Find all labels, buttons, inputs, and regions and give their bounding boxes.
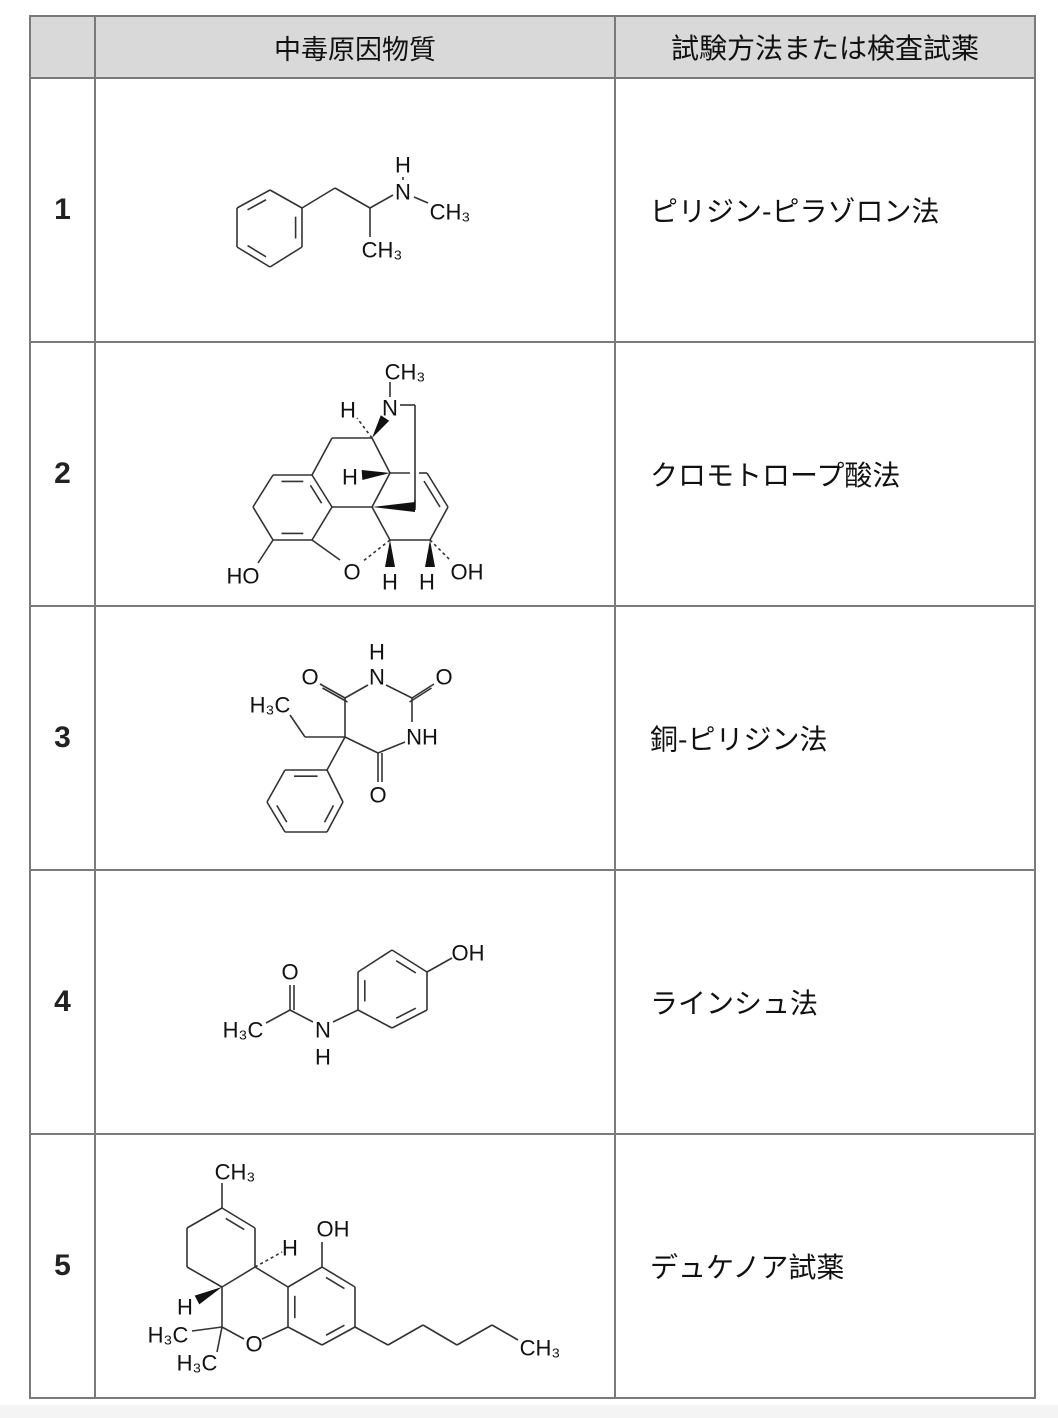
structure-methamphetamine: [94, 77, 616, 343]
header-method: 試験方法または検査試薬: [614, 15, 1036, 79]
row-number: 3: [29, 605, 96, 871]
row-number: 2: [29, 341, 96, 607]
method-text: ピリジン‐ピラゾロン法: [614, 77, 1036, 343]
row-number: 4: [29, 869, 96, 1135]
row-number: 5: [29, 1133, 96, 1399]
table-row: 4 ラインシュ法: [29, 869, 1036, 1135]
structure-acetaminophen: [94, 869, 616, 1135]
method-text: デュケノア試薬: [614, 1133, 1036, 1399]
header-row: 中毒原因物質 試験方法または検査試薬: [29, 15, 1036, 79]
structure-thc: [94, 1133, 616, 1399]
row-number: 1: [29, 77, 96, 343]
structure-phenobarbital: [94, 605, 616, 871]
method-text: クロモトロープ酸法: [614, 341, 1036, 607]
table-row: 3 銅‐ピリジン法: [29, 605, 1036, 871]
table-row: 2 クロモトロープ酸法: [29, 341, 1036, 607]
bottom-margin: [0, 1405, 1058, 1418]
structure-morphine: [94, 341, 616, 607]
table-row: 1 ピリジン‐ピラゾロン法: [29, 77, 1036, 343]
poisoning-substance-table: 中毒原因物質 試験方法または検査試薬 1 ピリジン‐ピラゾロン法 2 クロモトロ…: [29, 15, 1036, 1399]
method-text: 銅‐ピリジン法: [614, 605, 1036, 871]
table-row: 5 デュケノア試薬: [29, 1133, 1036, 1399]
header-number: [29, 15, 96, 79]
header-substance: 中毒原因物質: [94, 15, 616, 79]
method-text: ラインシュ法: [614, 869, 1036, 1135]
